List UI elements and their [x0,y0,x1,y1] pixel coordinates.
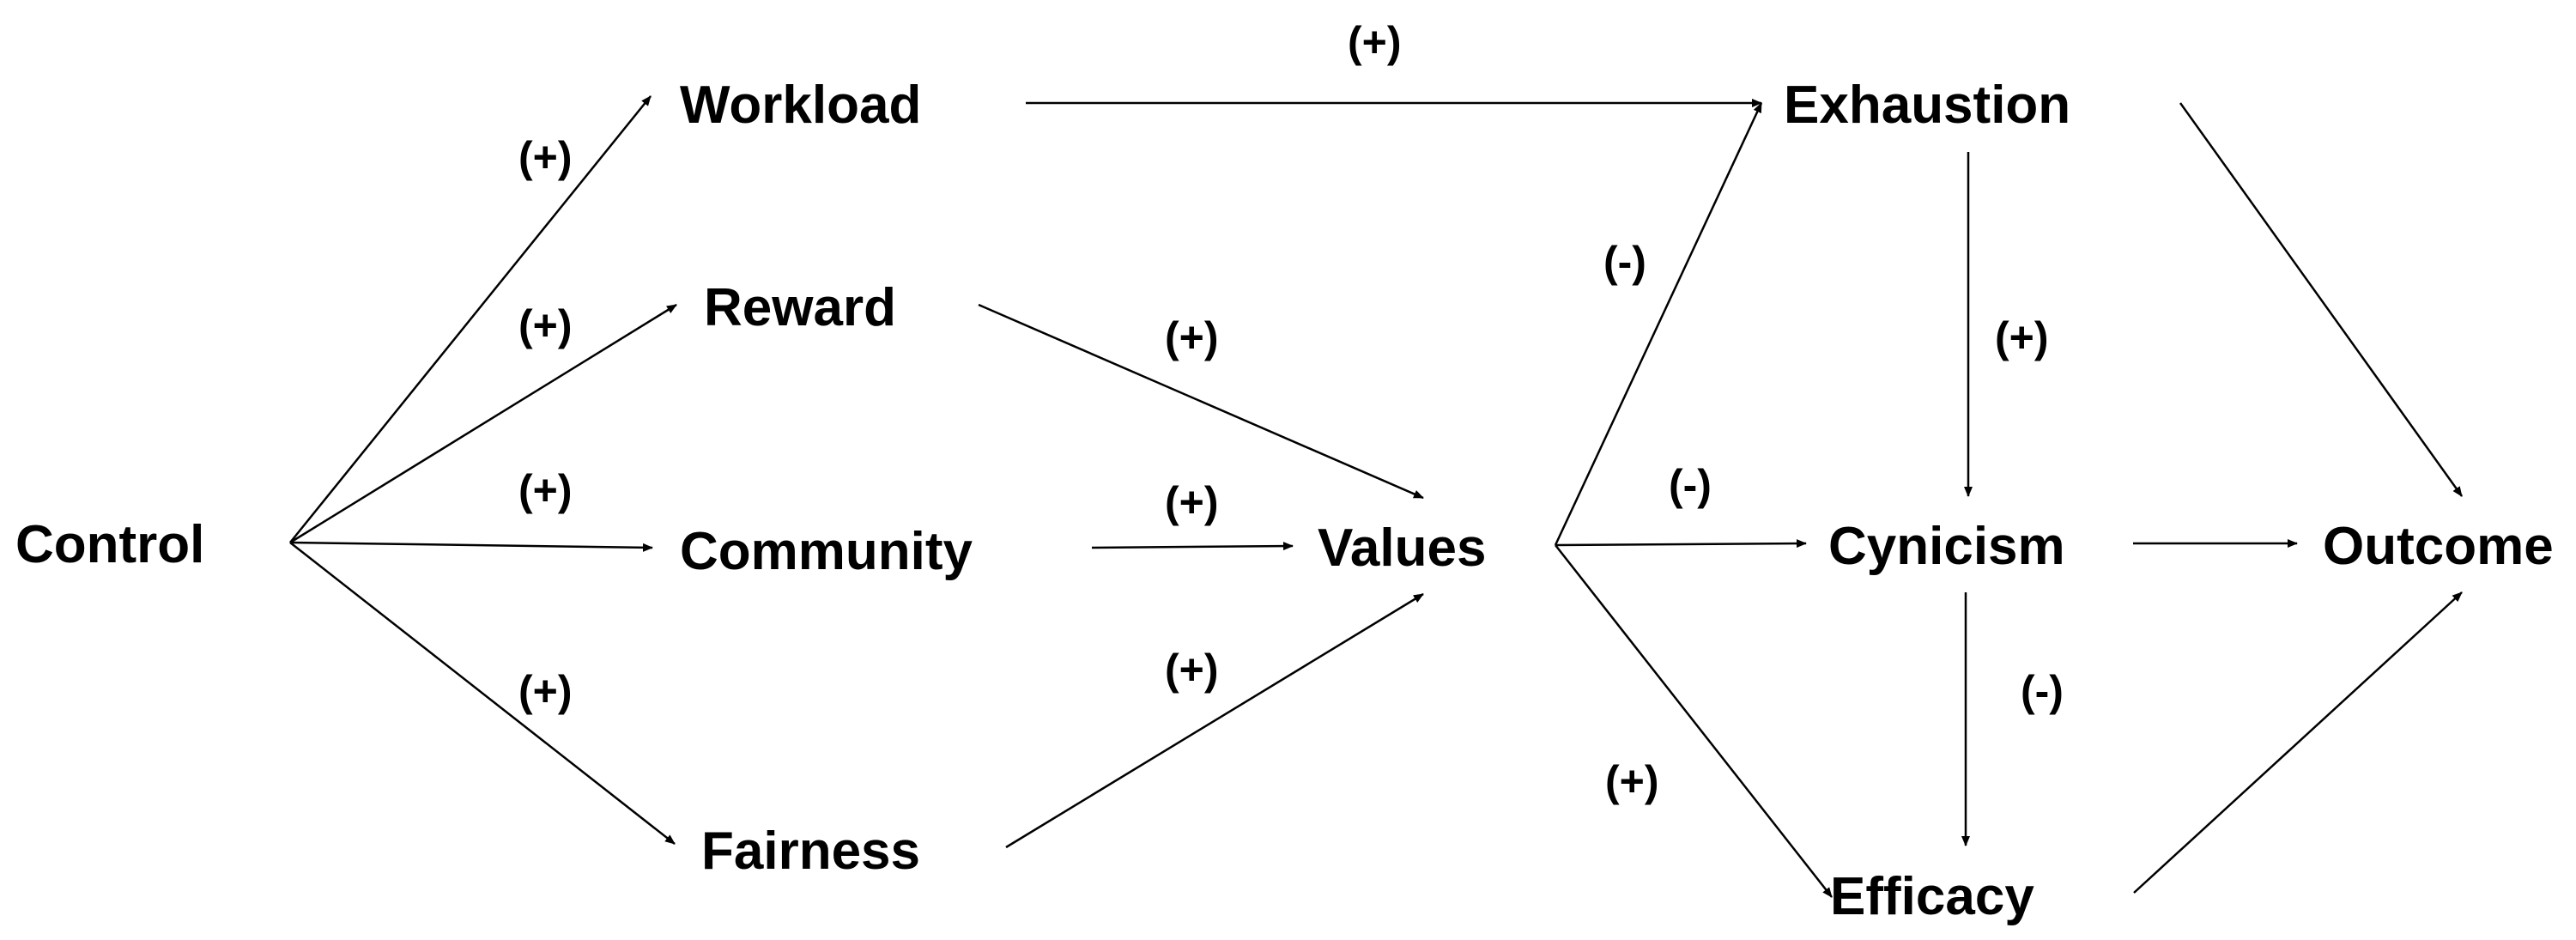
edge-fairness-to-values [1005,592,1424,849]
node-values: Values [1318,519,1487,578]
edge-exhaustion-to-outcome [2179,102,2464,497]
node-exhaustion: Exhaustion [1784,76,2071,135]
sign-control-workload: (+) [518,133,573,181]
node-reward: Reward [704,278,896,337]
edge-reward-to-values [978,303,1424,500]
edge-control-to-fairness [289,542,676,845]
node-workload: Workload [680,76,922,135]
sign-exhaustion-cynicism: (+) [1995,313,2049,361]
sign-community-values: (+) [1165,478,1219,526]
sign-control-fairness: (+) [518,667,573,715]
edge-community-to-values [1091,542,1294,551]
sign-values-exhaustion: (-) [1603,238,1646,286]
sign-workload-exhaustion: (+) [1348,18,1402,66]
node-cynicism: Cynicism [1828,517,2065,576]
sign-control-community: (+) [518,466,573,514]
sign-values-efficacy: (+) [1605,757,1659,805]
edge-values-to-cynicism [1555,539,1807,549]
node-fairness: Fairness [701,822,921,881]
node-efficacy: Efficacy [1830,867,2034,926]
edge-control-to-community [289,541,653,552]
edge-values-to-exhaustion [1554,102,1763,546]
sign-fairness-values: (+) [1165,646,1219,694]
node-outcome: Outcome [2323,517,2554,576]
sign-control-reward: (+) [518,301,573,349]
sign-cynicism-efficacy: (-) [2021,667,2064,715]
node-control: Control [15,515,205,574]
edge-control-to-reward [289,303,677,544]
node-community: Community [680,522,973,581]
edge-values-to-efficacy [1555,544,1833,898]
sign-reward-values: (+) [1165,313,1219,361]
edge-control-to-workload [289,95,652,543]
sign-values-cynicism: (-) [1669,461,1712,509]
edge-efficacy-to-outcome [2133,591,2463,894]
